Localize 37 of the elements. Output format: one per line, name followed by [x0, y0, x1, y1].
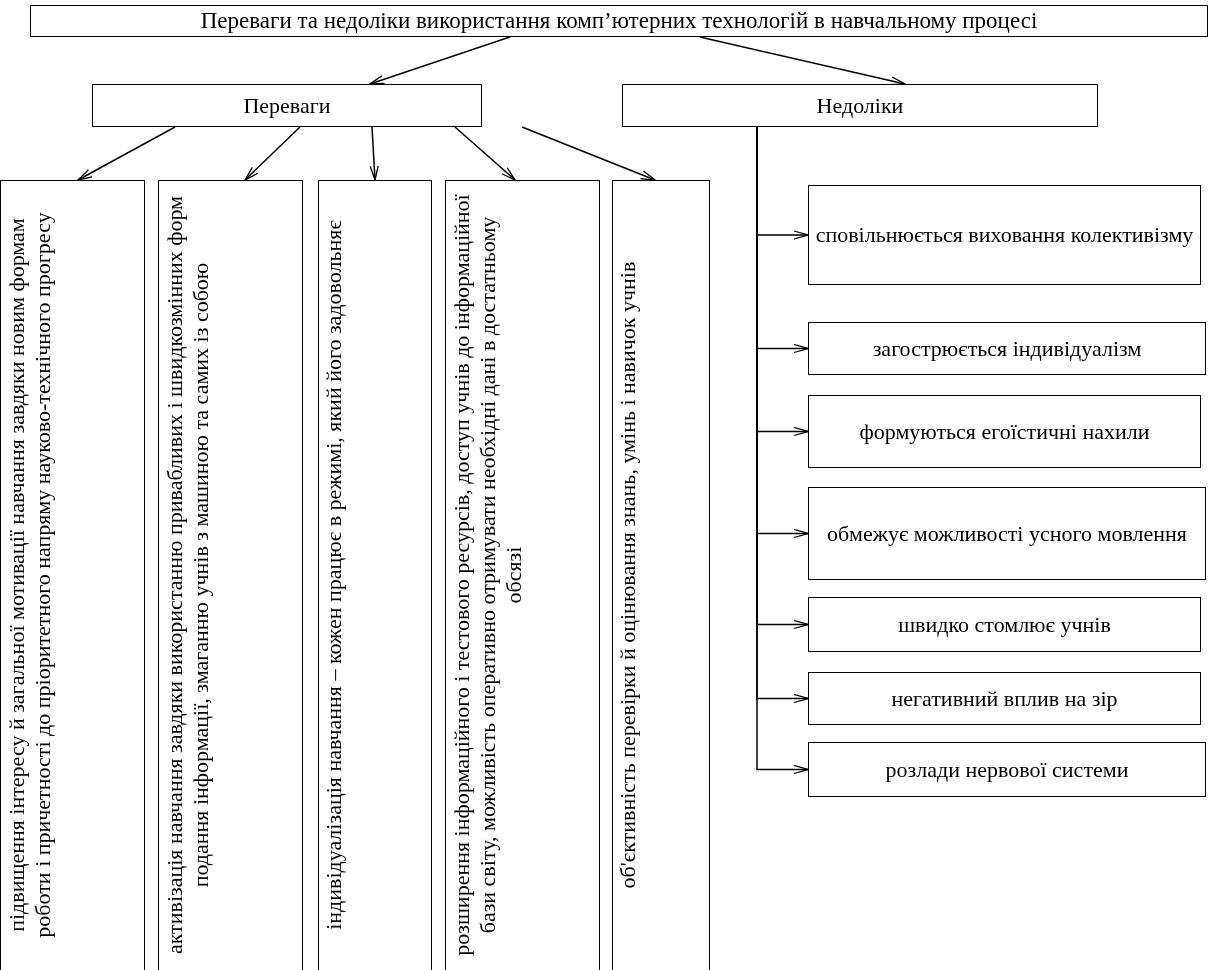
advantage-column — [612, 180, 710, 970]
advantage-column — [445, 180, 600, 970]
title-box — [30, 5, 1208, 37]
disadvantage-box — [808, 672, 1201, 725]
arrow — [699, 36, 906, 86]
disadvantage-box — [808, 597, 1201, 652]
box-text: негативний вплив на зір — [891, 684, 1118, 713]
disadvantage-box — [808, 395, 1201, 468]
vertical-text: розширення інформаційного і тестового ресурсів, доступ учнів до інформаційної бази світу, можливість оперативно отримувати необхідні дані в достатньому обсязі — [448, 193, 526, 958]
box-text: сповільнюється виховання колективізму — [815, 221, 1194, 249]
vertical-text: індивідуалізація навчання – кожен працює в режимі, який його задовольняє — [321, 219, 347, 932]
advantage-column — [0, 180, 145, 970]
box-text: швидко стомлює учнів — [898, 610, 1111, 639]
arrow — [369, 126, 379, 181]
vertical-text: активізація навчання завдяки використанню привабливих і швидкозмінних форм подання інформації, змаганню учнів з машиною та самих із собою — [161, 194, 213, 957]
arrow — [454, 126, 516, 181]
arrow — [77, 126, 176, 181]
disadvantage-box — [808, 742, 1206, 797]
box-text: Недоліки — [816, 91, 904, 120]
advantage-column — [158, 180, 303, 970]
disadvantage-box — [808, 185, 1201, 285]
advantage-column — [318, 180, 432, 970]
disadvantage-box — [808, 322, 1206, 375]
disadvantage-box — [808, 487, 1206, 580]
box-text: загострюється індивідуалізм — [872, 334, 1142, 363]
box-text: формуються егоїстичні нахили — [859, 417, 1150, 446]
box-text: розлади нервової системи — [885, 755, 1129, 784]
arrow — [369, 36, 511, 85]
title-text: Переваги та недоліки використання комп’ютерних технологій в навчальному процесі — [200, 8, 1038, 34]
box-text: Переваги — [243, 91, 331, 120]
arrow — [521, 126, 656, 181]
box-text: обмежує можливості усного мовлення — [827, 519, 1187, 548]
vertical-text: підвищення інтересу й загальної мотивації навчання завдяки новим формам роботи і причетності до пріоритетного напряму науково-технічного прогресу — [3, 211, 55, 940]
vertical-text: об'єктивність перевірки й оцінювання знань, умінь і навичок учнів — [615, 260, 641, 891]
category-box — [92, 84, 482, 127]
arrow — [244, 126, 301, 181]
category-box — [622, 84, 1098, 127]
